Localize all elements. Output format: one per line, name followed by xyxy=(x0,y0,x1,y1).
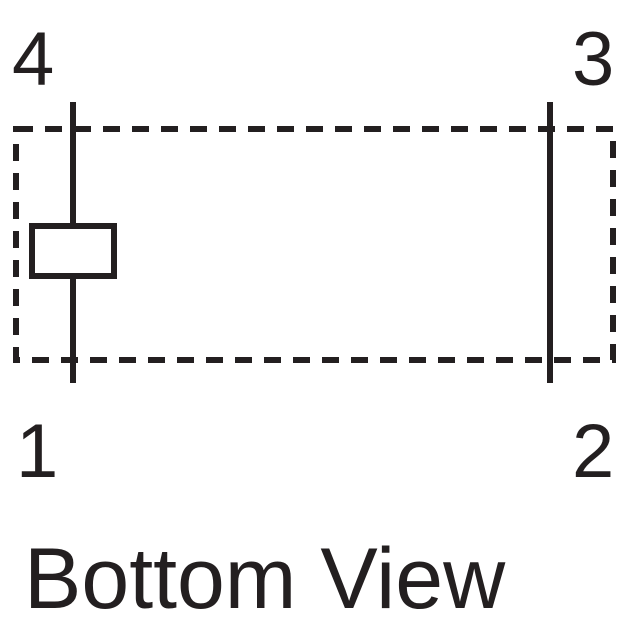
package-outline-dashed xyxy=(13,126,616,363)
view-caption: Bottom View xyxy=(24,531,506,627)
pin-4-label: 4 xyxy=(12,17,55,102)
resonator-element-symbol xyxy=(29,223,117,279)
pin-1-label: 1 xyxy=(16,409,59,494)
pin-2-label: 2 xyxy=(572,409,615,494)
pin-3-label: 3 xyxy=(572,17,615,102)
